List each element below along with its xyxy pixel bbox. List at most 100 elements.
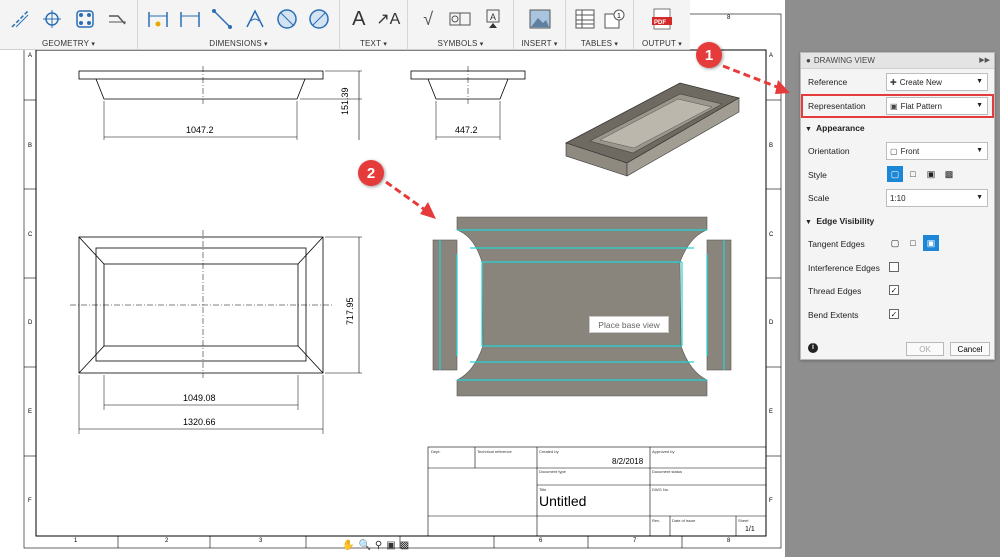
toolbar-group-output: PDF OUTPUT: [634, 0, 690, 50]
drawing-canvas[interactable]: 1 2 3 6 7 8 8 A B C D E F A B C D E F 10…: [0, 0, 785, 557]
drawing-sheet: [23, 13, 782, 549]
scale-label: Scale: [808, 193, 830, 203]
linear-dimension-icon[interactable]: [145, 6, 171, 32]
tangent-off-icon[interactable]: ▣: [923, 235, 939, 251]
balloon-icon[interactable]: 1: [601, 6, 627, 32]
zone-row-label: F: [28, 498, 32, 504]
tangent-short-icon[interactable]: □: [910, 238, 916, 248]
toolbar: GEOMETRY DIMENSIONS A ↗A TEXT √: [0, 0, 690, 50]
orientation-value: Front: [900, 146, 920, 156]
representation-select[interactable]: ▣ Flat Pattern ▼: [886, 97, 988, 115]
leader-text-icon[interactable]: ↗A: [376, 11, 401, 28]
dimension-label[interactable]: 447.2: [455, 125, 478, 135]
chevron-down-icon: ▼: [976, 78, 983, 85]
scale-select[interactable]: 1:10 ▼: [886, 189, 988, 207]
scale-row: Scale 1:10 ▼: [801, 187, 994, 209]
dimension-label[interactable]: 1047.2: [186, 125, 214, 135]
toolbar-group-label[interactable]: SYMBOLS: [408, 39, 513, 48]
appearance-header: Appearance: [815, 123, 865, 133]
visible-edges-style-icon[interactable]: ▢: [887, 166, 903, 182]
tb-doc-status: Document status: [652, 469, 683, 474]
expand-icon[interactable]: ▶▶: [979, 57, 990, 64]
hidden-edges-style-icon[interactable]: □: [910, 169, 916, 179]
bend-extents-checkbox[interactable]: ✓: [889, 309, 899, 319]
scale-value: 1:10: [890, 193, 906, 203]
reference-row: Reference ✚ Create New ▼: [801, 71, 994, 93]
radius-dimension-icon[interactable]: [242, 6, 268, 32]
zoom-icon[interactable]: 🔍: [358, 539, 371, 551]
tb-date: 8/2/2018: [612, 457, 644, 466]
pan-icon[interactable]: ✋: [342, 539, 355, 551]
zone-col-label: 8: [727, 538, 731, 544]
dimension-label[interactable]: 1049.08: [183, 393, 216, 403]
chevron-down-icon: ▼: [976, 147, 983, 154]
view-cube-icon: ▢: [890, 146, 898, 156]
aligned-dimension-icon[interactable]: [177, 6, 203, 32]
svg-text:1: 1: [617, 13, 621, 20]
thread-edges-checkbox[interactable]: ✓: [889, 285, 899, 295]
panel-titlebar[interactable]: ● DRAWING VIEW ▶▶: [801, 53, 994, 69]
drawing-view-panel: ● DRAWING VIEW ▶▶ Reference ✚ Create New…: [800, 52, 995, 360]
text-icon[interactable]: A: [352, 7, 366, 30]
panel-collapse-icon[interactable]: ●: [806, 56, 811, 65]
pdf-icon[interactable]: PDF: [649, 6, 675, 32]
info-icon[interactable]: i: [808, 343, 818, 353]
toolbar-group-geometry: GEOMETRY: [0, 0, 138, 50]
table-icon[interactable]: [572, 6, 598, 32]
callout-badge: 1: [696, 42, 722, 68]
interference-edges-row: Interference Edges: [801, 257, 994, 279]
centerline-icon[interactable]: [7, 6, 33, 32]
interference-edges-checkbox[interactable]: [889, 262, 899, 272]
toolbar-group-label[interactable]: TEXT: [340, 39, 407, 48]
shaded-style-icon[interactable]: ▣: [926, 168, 936, 179]
dimension-label[interactable]: 717.95: [345, 297, 355, 325]
fit-icon[interactable]: ▣: [386, 539, 396, 551]
dimension-label[interactable]: 151.39: [340, 87, 350, 115]
tb-rev: Rev.: [652, 518, 660, 523]
tb-tech-ref: Technical reference: [477, 449, 512, 454]
toolbar-group-label[interactable]: DIMENSIONS: [138, 39, 339, 48]
center-mark-icon[interactable]: [39, 6, 65, 32]
dimension-label[interactable]: 1320.66: [183, 417, 216, 427]
feature-control-frame-icon[interactable]: [447, 6, 473, 32]
zone-col-label: 8: [727, 15, 731, 21]
surface-texture-icon[interactable]: √: [423, 8, 434, 29]
tangent-full-icon[interactable]: ▢: [890, 237, 900, 248]
style-label: Style: [808, 170, 827, 180]
display-settings-icon[interactable]: ▩: [399, 539, 410, 551]
toolbar-group-label[interactable]: OUTPUT: [634, 39, 690, 48]
toolbar-group-label[interactable]: TABLES: [566, 39, 633, 48]
edge-extension-icon[interactable]: [104, 6, 130, 32]
tb-title: Untitled: [539, 493, 587, 509]
datum-identifier-icon[interactable]: A: [480, 6, 506, 32]
edge-visibility-section-header[interactable]: ▼ Edge Visibility: [805, 216, 874, 226]
zone-row-label: B: [28, 143, 33, 149]
bend-extents-label: Bend Extents: [808, 310, 859, 320]
angular-dimension-icon[interactable]: [209, 6, 235, 32]
shaded-hidden-style-icon[interactable]: ▩: [944, 168, 954, 179]
cancel-button[interactable]: Cancel: [950, 342, 990, 356]
toolbar-group-label[interactable]: GEOMETRY: [0, 39, 137, 48]
toolbar-group-tables: 1 TABLES: [566, 0, 634, 50]
zoom-window-icon[interactable]: ⚲: [374, 539, 383, 551]
zone-row-label: C: [28, 232, 33, 238]
chevron-down-icon: ▼: [976, 194, 983, 201]
zone-col-label: 3: [259, 538, 263, 544]
reference-select[interactable]: ✚ Create New ▼: [886, 73, 988, 91]
center-mark-pattern-icon[interactable]: [72, 6, 98, 32]
representation-label: Representation: [808, 101, 866, 111]
tb-sheet-label: Sheet: [738, 518, 749, 523]
ordinate-dimension-icon[interactable]: [306, 6, 332, 32]
diameter-dimension-icon[interactable]: [274, 6, 300, 32]
orientation-select[interactable]: ▢ Front ▼: [886, 142, 988, 160]
representation-value: Flat Pattern: [900, 101, 942, 111]
zone-row-label: E: [28, 409, 33, 415]
ok-button[interactable]: OK: [906, 342, 944, 356]
zone-row-label: E: [769, 409, 774, 415]
appearance-section-header[interactable]: ▼ Appearance: [805, 123, 865, 133]
toolbar-group-label[interactable]: INSERT: [514, 39, 565, 48]
chevron-down-icon: ▼: [976, 102, 983, 109]
thread-edges-label: Thread Edges: [808, 286, 862, 296]
tb-approved-by: Approved by: [652, 449, 675, 454]
insert-image-icon[interactable]: [527, 6, 553, 32]
